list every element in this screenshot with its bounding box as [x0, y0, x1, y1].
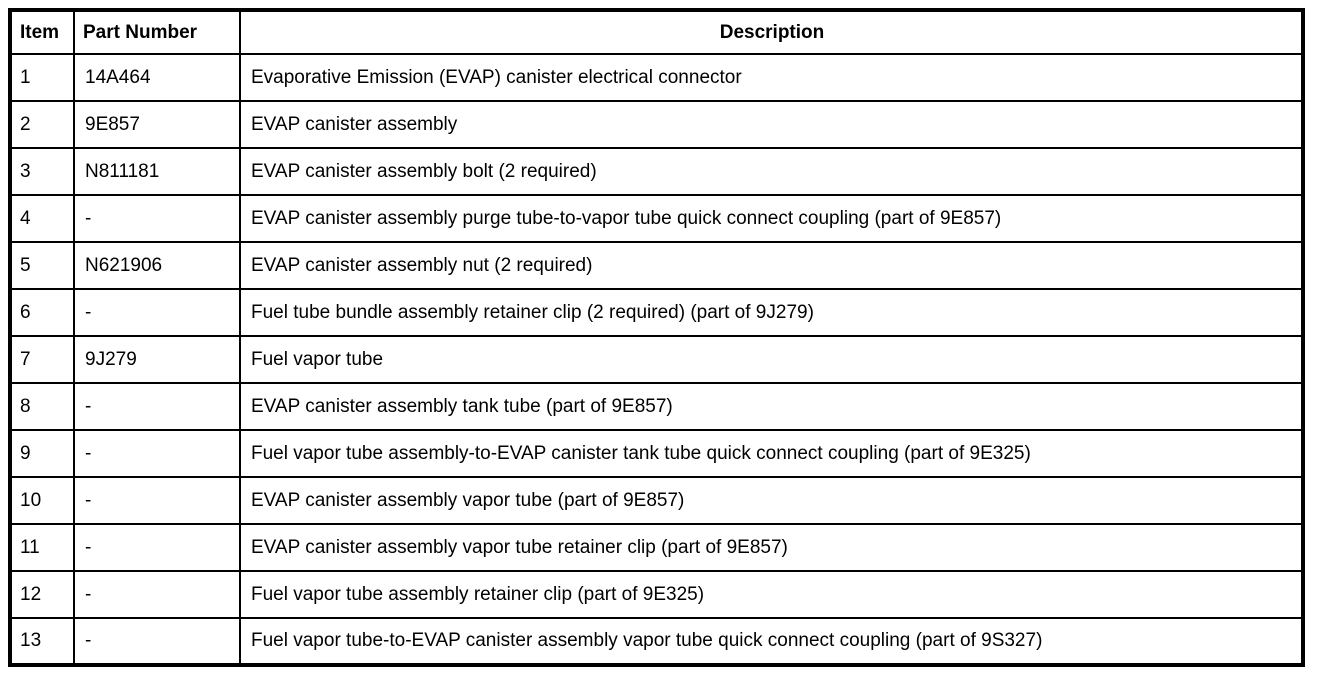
- description-cell: EVAP canister assembly vapor tube retain…: [239, 523, 1304, 572]
- item-cell: 1: [9, 53, 75, 102]
- part-number-cell: 14A464: [73, 53, 241, 102]
- item-cell: 7: [9, 335, 75, 384]
- part-number-cell: 9E857: [73, 100, 241, 149]
- table-row: 4 - EVAP canister assembly purge tube-to…: [9, 194, 1304, 243]
- part-number-cell: -: [73, 476, 241, 525]
- table-row: 5 N621906 EVAP canister assembly nut (2 …: [9, 241, 1304, 290]
- table-row: 9 - Fuel vapor tube assembly-to-EVAP can…: [9, 429, 1304, 478]
- part-number-cell: -: [73, 570, 241, 619]
- item-cell: 13: [9, 617, 75, 666]
- item-cell: 3: [9, 147, 75, 196]
- table-row: 10 - EVAP canister assembly vapor tube (…: [9, 476, 1304, 525]
- part-number-cell: 9J279: [73, 335, 241, 384]
- description-cell: EVAP canister assembly nut (2 required): [239, 241, 1304, 290]
- parts-table-body: 1 14A464 Evaporative Emission (EVAP) can…: [9, 53, 1304, 666]
- part-number-cell: N811181: [73, 147, 241, 196]
- table-row: 3 N811181 EVAP canister assembly bolt (2…: [9, 147, 1304, 196]
- table-row: 2 9E857 EVAP canister assembly: [9, 100, 1304, 149]
- part-number-cell: N621906: [73, 241, 241, 290]
- part-number-cell: -: [73, 194, 241, 243]
- table-row: 13 - Fuel vapor tube-to-EVAP canister as…: [9, 617, 1304, 666]
- table-row: 6 - Fuel tube bundle assembly retainer c…: [9, 288, 1304, 337]
- description-cell: EVAP canister assembly purge tube-to-vap…: [239, 194, 1304, 243]
- item-cell: 11: [9, 523, 75, 572]
- description-cell: Fuel vapor tube assembly-to-EVAP caniste…: [239, 429, 1304, 478]
- parts-table-header: Item Part Number Description: [9, 9, 1304, 55]
- part-number-cell: -: [73, 429, 241, 478]
- description-cell: Fuel vapor tube assembly retainer clip (…: [239, 570, 1304, 619]
- item-cell: 10: [9, 476, 75, 525]
- description-cell: EVAP canister assembly bolt (2 required): [239, 147, 1304, 196]
- part-number-cell: -: [73, 617, 241, 666]
- table-row: 11 - EVAP canister assembly vapor tube r…: [9, 523, 1304, 572]
- table-row: 7 9J279 Fuel vapor tube: [9, 335, 1304, 384]
- item-cell: 9: [9, 429, 75, 478]
- column-header-part-number: Part Number: [73, 9, 241, 55]
- table-row: 12 - Fuel vapor tube assembly retainer c…: [9, 570, 1304, 619]
- item-cell: 12: [9, 570, 75, 619]
- description-cell: EVAP canister assembly: [239, 100, 1304, 149]
- item-cell: 2: [9, 100, 75, 149]
- description-cell: EVAP canister assembly vapor tube (part …: [239, 476, 1304, 525]
- item-cell: 5: [9, 241, 75, 290]
- header-row: Item Part Number Description: [9, 9, 1304, 55]
- description-cell: EVAP canister assembly tank tube (part o…: [239, 382, 1304, 431]
- description-cell: Fuel vapor tube-to-EVAP canister assembl…: [239, 617, 1304, 666]
- item-cell: 6: [9, 288, 75, 337]
- part-number-cell: -: [73, 382, 241, 431]
- column-header-description: Description: [239, 9, 1304, 55]
- description-cell: Fuel vapor tube: [239, 335, 1304, 384]
- item-cell: 4: [9, 194, 75, 243]
- description-cell: Fuel tube bundle assembly retainer clip …: [239, 288, 1304, 337]
- part-number-cell: -: [73, 288, 241, 337]
- table-row: 8 - EVAP canister assembly tank tube (pa…: [9, 382, 1304, 431]
- part-number-cell: -: [73, 523, 241, 572]
- parts-table: Item Part Number Description 1 14A464 Ev…: [8, 8, 1305, 667]
- description-cell: Evaporative Emission (EVAP) canister ele…: [239, 53, 1304, 102]
- item-cell: 8: [9, 382, 75, 431]
- column-header-item: Item: [9, 9, 75, 55]
- table-row: 1 14A464 Evaporative Emission (EVAP) can…: [9, 53, 1304, 102]
